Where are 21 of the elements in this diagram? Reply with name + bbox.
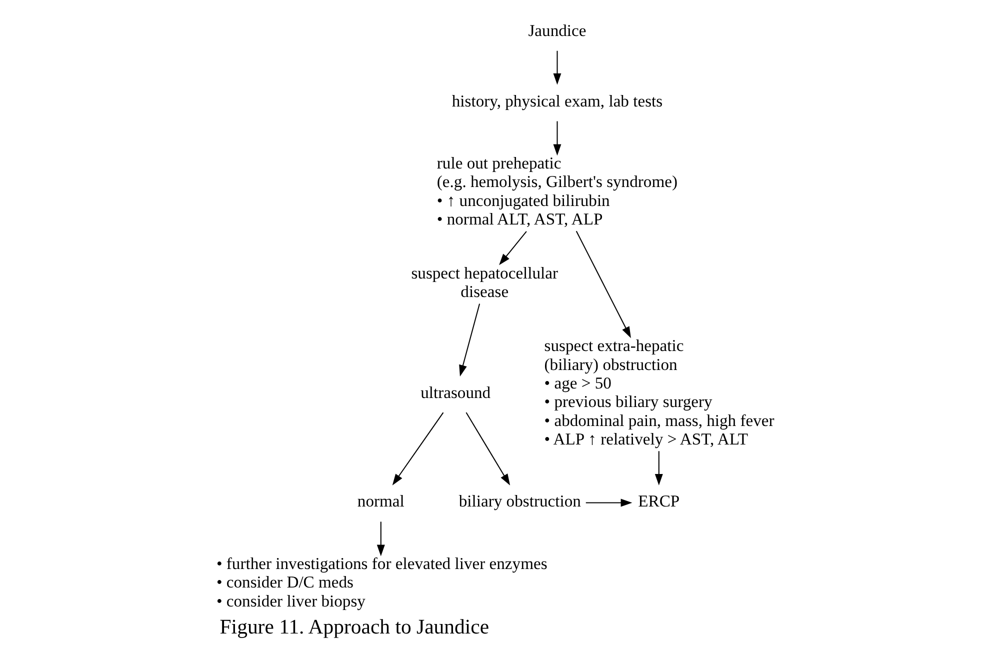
- arrow: [466, 412, 510, 485]
- arrow: [499, 230, 527, 265]
- arrow: [586, 498, 632, 506]
- node-text: history, physical exam, lab tests: [452, 90, 663, 110]
- arrow: [376, 521, 385, 556]
- node-text: normal: [357, 491, 404, 510]
- node-text: suspect extra-hepatic (biliary) obstruction • age > 50 • previous biliary surgery • abdominal pain, mass, high fever • ALP ↑ relatively > AST, ALT: [544, 336, 774, 448]
- node-text: rule out prehepatic (e.g. hemolysis, Gilbert's syndrome) • ↑ unconjugated bilirubin • normal ALT, AST, ALP: [436, 153, 678, 228]
- node-text: suspect hepatocellular disease: [411, 263, 558, 301]
- arrow: [654, 450, 663, 485]
- node-text: ultrasound: [420, 382, 491, 402]
- arrow: [576, 230, 631, 338]
- arrow: [459, 303, 480, 376]
- node-text: • further investigations for elevated liver enzymes • consider D/C meds • consider liver biopsy: [216, 553, 548, 610]
- node-text: biliary obstruction: [458, 491, 581, 510]
- arrow: [553, 50, 562, 84]
- node-text: Jaundice: [528, 20, 586, 40]
- arrow: [392, 412, 444, 485]
- arrow: [553, 120, 562, 156]
- node-text: ERCP: [638, 491, 680, 510]
- caption: Figure 11. Approach to Jaundice: [220, 616, 490, 638]
